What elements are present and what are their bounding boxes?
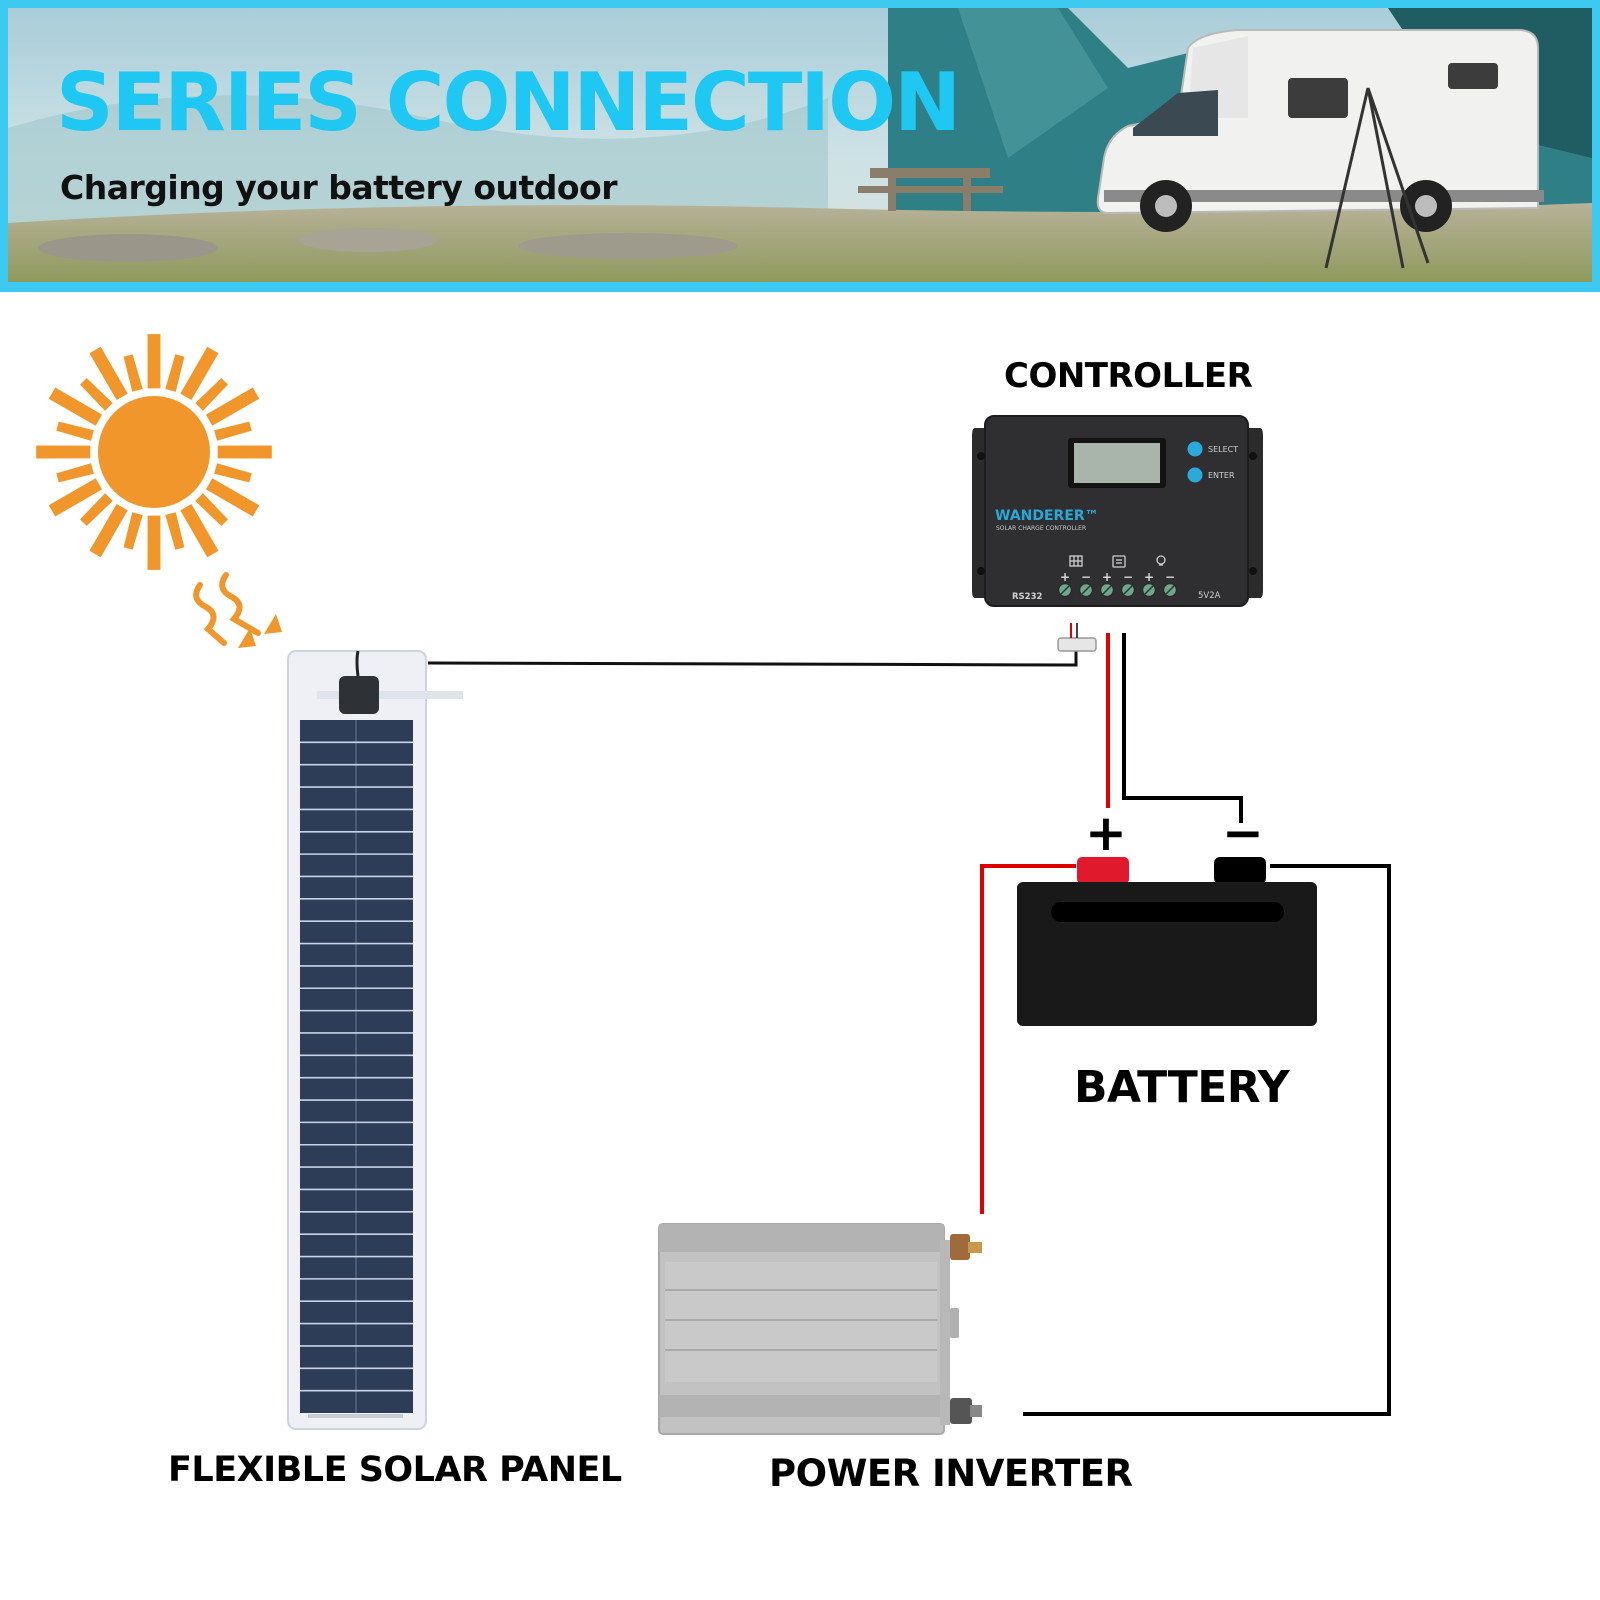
sun-ray (123, 512, 143, 550)
sun-ray (80, 378, 113, 411)
sun-ray (147, 334, 161, 389)
rs232-port-label: RS232 (1012, 592, 1042, 602)
terminal-sign: + (1102, 570, 1112, 584)
negative-terminal (1214, 857, 1266, 884)
sun-ray (180, 503, 219, 558)
flexible-solar-panel (287, 650, 463, 1430)
sun-ray (165, 354, 185, 392)
mc4-connector (1057, 623, 1097, 652)
sun-disc (98, 396, 210, 508)
usb-port-label: 5V2A (1198, 591, 1221, 601)
positive-terminal (1077, 857, 1129, 884)
sun-ray (217, 445, 272, 459)
inverter-negative-terminal (950, 1398, 982, 1424)
screw-slot (1144, 585, 1154, 595)
sun-ray (147, 515, 161, 570)
solar-panel-label: FLEXIBLE SOLAR PANEL (168, 1450, 622, 1490)
load-terminal-icon (1156, 555, 1166, 565)
banner-background: SERIES CONNECTION Charging your battery … (8, 8, 1592, 282)
controller-brand-subtitle: SOLAR CHARGE CONTROLLER (996, 525, 1086, 532)
camper-van (1096, 29, 1544, 269)
sun-ray (36, 445, 91, 459)
terminal-sign: − (1165, 570, 1175, 584)
sun-ray (195, 493, 228, 526)
sun-ray (56, 421, 94, 441)
sun-ray (165, 512, 185, 550)
sun-ray (48, 478, 103, 517)
terminal-sign: + (1144, 570, 1154, 584)
positive-sign: + (1085, 804, 1127, 862)
sun-ray (56, 463, 94, 483)
screw-slot (1081, 585, 1091, 595)
battery-terminal-icon (1112, 555, 1126, 568)
page-title: SERIES CONNECTION (56, 56, 961, 149)
screw-slot (1060, 585, 1070, 595)
controller-label: CONTROLLER (1004, 356, 1253, 396)
inverter-negative-wire (1023, 864, 1391, 1416)
sun-ray (214, 463, 252, 483)
wiring (427, 633, 1391, 1416)
page-subtitle: Charging your battery outdoor (60, 168, 618, 207)
campsite-scene-illustration (8, 8, 1592, 282)
sun-ray (48, 387, 103, 426)
sunlight-waves-icon (193, 572, 282, 648)
charge-controller: SELECT ENTER WANDERER™ SOLAR CHARGE CONT… (972, 415, 1263, 607)
terminal-sign: − (1123, 570, 1133, 584)
sun-ray (80, 493, 113, 526)
panel-cable (427, 648, 1078, 667)
sun-icon (36, 334, 272, 570)
sun-ray (123, 354, 143, 392)
power-inverter (658, 1223, 982, 1435)
battery-label: BATTERY (1074, 1062, 1290, 1113)
screw-slot (1165, 585, 1175, 595)
controller-negative-wire (1122, 633, 1243, 823)
terminal-sign: − (1081, 570, 1091, 584)
terminal-icons (1069, 555, 1166, 568)
junction-box (339, 676, 379, 714)
inverter-positive-wire (980, 864, 1076, 1214)
terminal-signs: +−+−+− (1060, 570, 1175, 584)
inverter-positive-terminal (950, 1234, 982, 1260)
header-banner: SERIES CONNECTION Charging your battery … (0, 0, 1600, 292)
lcd-screen (1074, 443, 1160, 483)
screw-slot (1102, 585, 1112, 595)
sun-ray (205, 478, 260, 517)
select-button (1187, 441, 1203, 457)
sun-ray (180, 346, 219, 401)
enter-button-label: ENTER (1208, 471, 1235, 480)
sun-ray (195, 378, 228, 411)
sun-ray (89, 503, 128, 558)
terminal-screws (1057, 582, 1178, 598)
controller-brand: WANDERER™ (995, 508, 1099, 524)
negative-sign: − (1222, 804, 1264, 862)
sun-ray (89, 346, 128, 401)
screw-slot (1123, 585, 1133, 595)
select-button-label: SELECT (1208, 445, 1238, 454)
terminal-sign: + (1060, 570, 1070, 584)
sun-ray (205, 387, 260, 426)
sun-ray (214, 421, 252, 441)
battery-icon: + − (1017, 804, 1317, 1026)
enter-button (1187, 467, 1203, 483)
inverter-label: POWER INVERTER (769, 1452, 1133, 1495)
